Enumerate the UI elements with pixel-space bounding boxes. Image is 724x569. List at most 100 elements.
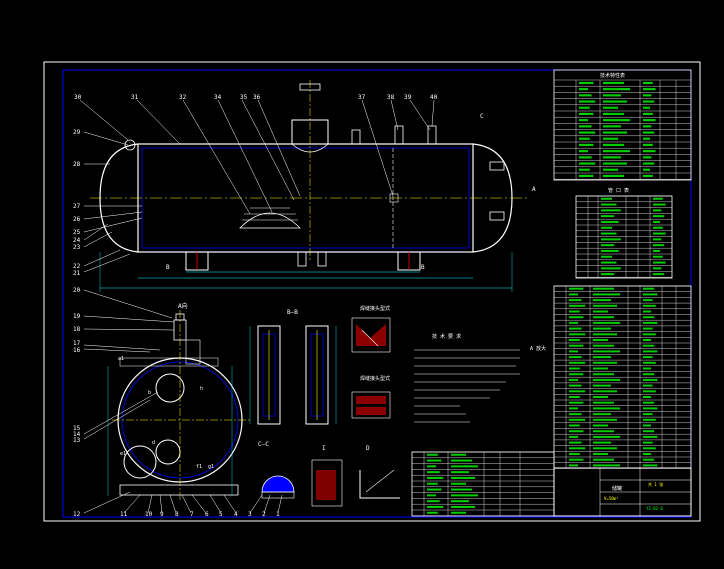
table-cell-text (603, 174, 624, 178)
table-cell-text (603, 94, 621, 97)
table-cell-text (653, 249, 660, 252)
table-cell-text (653, 197, 663, 200)
table-cell-text (593, 350, 620, 353)
title-sheet: 共 1 张 (648, 481, 663, 487)
svg-text:34: 34 (214, 94, 222, 101)
nozzle-table: 管 口 表 (575, 187, 673, 279)
table-cell-text (603, 131, 627, 134)
table-cell-text (579, 94, 592, 97)
table-cell-text (643, 413, 653, 416)
table-cell-text (427, 494, 436, 497)
table-cell-text (643, 131, 655, 134)
table-cell-text (643, 401, 655, 404)
table-cell-text (603, 168, 618, 171)
table-cell-text (643, 119, 656, 122)
table-cell-text (603, 162, 627, 165)
table-cell-text (569, 339, 580, 342)
svg-text:32: 32 (179, 94, 187, 101)
svg-text:31: 31 (131, 94, 139, 101)
table-cell-text (643, 81, 653, 85)
svg-text:14: 14 (73, 431, 81, 438)
svg-text:35: 35 (240, 94, 248, 101)
table-cell-text (643, 458, 655, 461)
table-cell-text (569, 401, 584, 404)
svg-text:9: 9 (160, 511, 164, 518)
table-cell-text (569, 430, 584, 433)
svg-text:17: 17 (73, 340, 81, 347)
table-cell-text (427, 500, 440, 503)
vessel-elevation (90, 80, 530, 292)
table-cell-text (579, 112, 594, 116)
svg-text:29: 29 (73, 129, 81, 136)
table-cell-text (427, 482, 438, 485)
table-cell-text (601, 249, 619, 252)
svg-text:a1: a1 (118, 356, 124, 362)
title-block: 储罐 V=50m³ YZ-02-0 共 1 张 (553, 467, 692, 517)
table-cell-text (643, 316, 655, 319)
table-cell-text (643, 378, 658, 381)
table-cell-text (643, 100, 655, 103)
table-cell-text (427, 465, 436, 468)
table-cell-text (593, 321, 620, 324)
table-cell-text (643, 441, 653, 444)
table-cell-text (427, 511, 438, 514)
table-cell-text (653, 209, 662, 212)
table-cell-text (579, 137, 590, 140)
table-cell-text (643, 94, 652, 97)
table-cell-text (579, 156, 592, 159)
table-cell-text (643, 435, 658, 438)
table-cell-text (593, 418, 617, 421)
table-cell-text (593, 287, 614, 290)
bom-table (553, 285, 692, 469)
table-cell-text (593, 435, 620, 438)
table-cell-text (643, 356, 653, 359)
table-cell-text (427, 476, 444, 479)
table-cell-text (643, 106, 650, 109)
table-cell-text (569, 378, 578, 381)
table-cell-text (569, 321, 578, 324)
table-cell-text (643, 287, 655, 290)
label-b-right: B (421, 264, 425, 271)
table-cell-text (593, 299, 611, 302)
svg-text:D: D (366, 445, 370, 452)
table-cell-text (593, 430, 614, 433)
svg-text:24: 24 (73, 237, 81, 244)
table-cell-text (643, 88, 656, 91)
spec-table: 技术特性表 (553, 69, 692, 181)
svg-text:e1: e1 (120, 451, 126, 457)
svg-text:25: 25 (73, 229, 81, 236)
table-cell-text (579, 174, 594, 178)
table-cell-text (569, 316, 584, 319)
table-cell-text (643, 390, 656, 393)
table-cell-text (579, 131, 596, 134)
svg-text:b: b (148, 390, 151, 396)
table-cell-text (643, 304, 656, 307)
table-cell-text (569, 396, 580, 399)
svg-text:A向: A向 (178, 302, 188, 310)
table-cell-text (451, 476, 475, 479)
table-cell-text (653, 261, 666, 264)
table-cell-text (643, 321, 658, 324)
table-cell-text (643, 333, 656, 336)
table-cell-text (593, 441, 611, 444)
svg-text:21: 21 (73, 270, 81, 277)
svg-text:I: I (322, 445, 326, 452)
tech-notes: 技 术 要 求 A 放大 (414, 333, 546, 423)
svg-text:39: 39 (404, 94, 412, 101)
table-cell-text (601, 215, 615, 218)
table-cell-text (593, 424, 608, 427)
table-cell-text (579, 119, 588, 122)
table-cell-text (579, 143, 594, 147)
table-cell-text (653, 244, 665, 247)
table-cell-text (579, 81, 594, 85)
table-cell-text (569, 413, 582, 416)
table-cell-text (593, 384, 611, 387)
svg-text:f1: f1 (196, 464, 202, 470)
svg-text:26: 26 (73, 216, 81, 223)
table-cell-text (601, 273, 615, 276)
weld-detail-top: 焊缝接头型式 (351, 305, 391, 353)
table-cell-text (603, 106, 618, 109)
svg-text:C—C: C—C (258, 441, 269, 448)
svg-text:技 术 要 求: 技 术 要 求 (432, 333, 461, 340)
table-cell-text (593, 333, 617, 336)
